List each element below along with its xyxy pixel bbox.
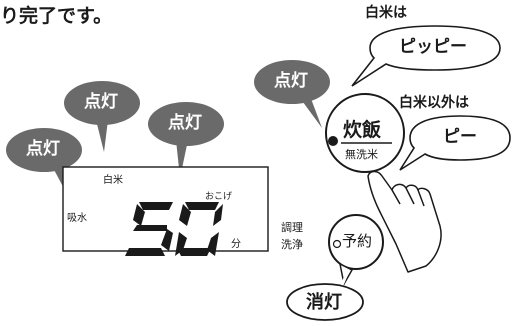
lamp-on-badge-4	[254, 60, 330, 128]
speech-bubble-other	[399, 115, 511, 171]
completion-heading: り完了です。	[0, 5, 113, 27]
cook-button-sublabel: 無洗米	[345, 148, 378, 161]
lcd-soak-label: 吸水	[67, 213, 87, 224]
lamp-on-label-2: 点灯	[84, 92, 118, 112]
white-rice-label: 白米は	[365, 5, 407, 21]
lamp-on-badge-2	[64, 81, 140, 152]
lamp-off-badge	[286, 262, 364, 321]
lcd-crust-label: おこげ	[205, 192, 233, 202]
side-label-clean: 洗浄	[281, 238, 303, 251]
lamp-on-label-4: 点灯	[274, 71, 308, 91]
speech-bubble-white-rice	[351, 25, 501, 87]
white-rice-sound: ピッピー	[399, 37, 467, 57]
lamp-on-label-3: 点灯	[168, 113, 202, 133]
timer-indicator-lamp	[332, 239, 342, 249]
lamp-off-label: 消灯	[306, 292, 342, 313]
lcd-digits-graphic	[125, 202, 223, 256]
lcd-white-rice-label: 白米	[103, 175, 123, 186]
hand-icon	[367, 170, 442, 273]
lamp-on-label-1: 点灯	[26, 139, 60, 159]
other-rice-label: 白米以外は	[399, 95, 469, 111]
cook-button-ring	[325, 93, 405, 173]
lcd-minutes-unit: 分	[231, 239, 241, 250]
timer-button-label[interactable]: 予約	[342, 232, 373, 250]
other-rice-sound: ピー	[443, 127, 477, 147]
side-label-cook: 調理	[281, 221, 303, 234]
cook-indicator-lamp	[328, 136, 338, 146]
timer-button-ring	[328, 214, 384, 270]
cook-button-label[interactable]: 炊飯	[343, 119, 382, 141]
